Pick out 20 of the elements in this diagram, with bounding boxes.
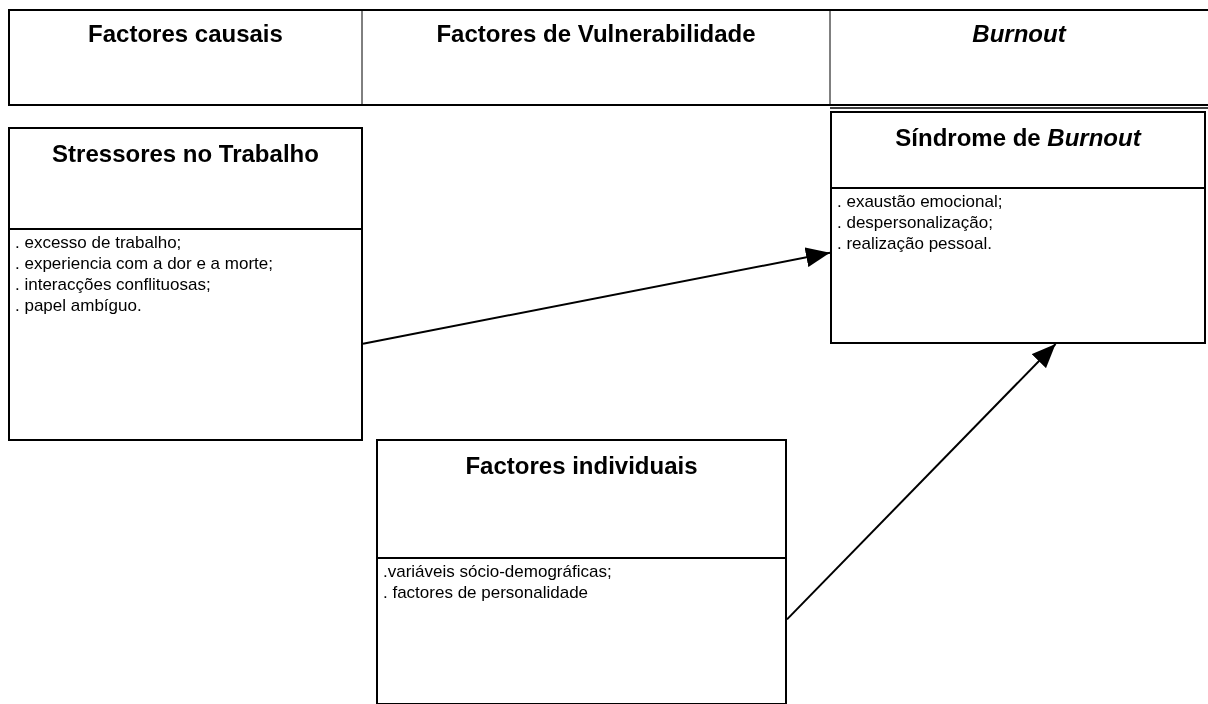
arrow [362,247,831,345]
text-box [376,439,787,704]
text-box [8,127,363,441]
list-item: . factores de personalidade [383,582,590,603]
column-heading: Factores de Vulnerabilidade [436,20,756,47]
column-heading: Burnout [972,20,1066,47]
box-heading: Stressores no Trabalho [52,139,319,168]
list-item: . exaustão emocional; [837,191,1004,212]
box-heading: Síndrome de Burnout [895,123,1141,152]
list-item: . despersonalização; [837,212,994,233]
box-heading: Factores individuais [465,451,698,480]
list-item: . interacções conflituosas; [15,274,212,295]
list-item: .variáveis sócio-demográficas; [383,561,613,582]
list-item: . experiencia com a dor e a morte; [15,253,274,274]
column-heading: Factores causais [88,20,283,47]
text-box [830,111,1206,344]
arrow [786,343,1057,621]
list-item: . excesso de trabalho; [15,232,183,253]
list-item: . realização pessoal. [837,233,993,254]
list-item: . papel ambíguo. [15,295,143,316]
